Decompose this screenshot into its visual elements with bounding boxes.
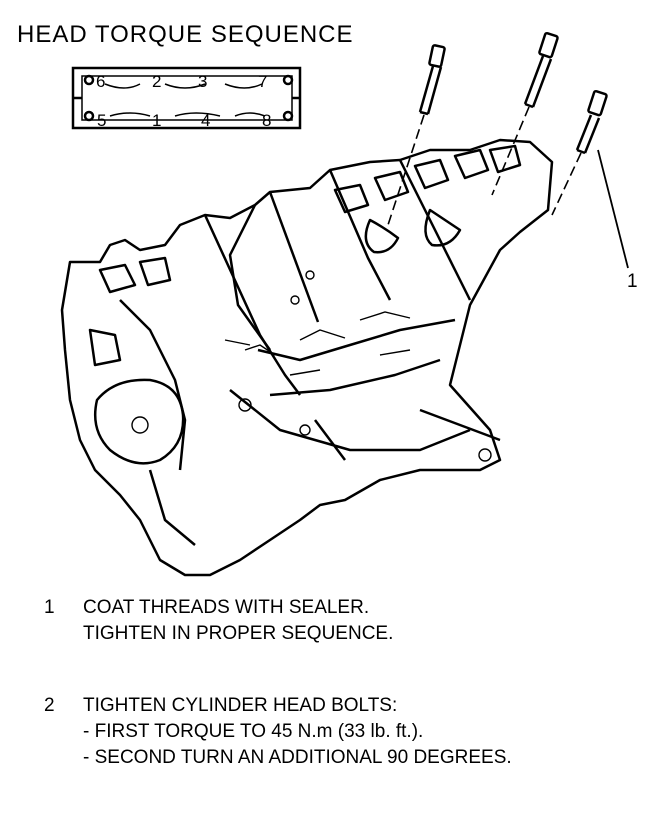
note-number: 2 (44, 695, 55, 716)
sequence-number-5: 5 (97, 111, 106, 130)
engine-block-details (131, 270, 492, 462)
engine-block (60, 138, 554, 577)
sequence-number-3: 3 (198, 72, 207, 91)
sequence-number-6: 6 (96, 72, 105, 91)
head-bolt (418, 44, 446, 116)
note-line: - FIRST TORQUE TO 45 N.m (33 lb. ft.). (83, 721, 424, 742)
torque-sequence-inset (71, 66, 302, 130)
callout-number: 1 (627, 271, 638, 292)
bolt-alignment-lines (387, 106, 582, 226)
diagram-title: HEAD TORQUE SEQUENCE (17, 21, 354, 48)
note-line: TIGHTEN CYLINDER HEAD BOLTS: (83, 695, 398, 716)
sequence-number-4: 4 (201, 111, 210, 130)
sequence-number-8: 8 (262, 111, 271, 130)
head-bolt (575, 89, 608, 155)
note-line: - SECOND TURN AN ADDITIONAL 90 DEGREES. (83, 747, 512, 768)
note-line: TIGHTEN IN PROPER SEQUENCE. (83, 623, 394, 644)
note-number: 1 (44, 597, 55, 618)
head-bolts (418, 31, 608, 155)
head-bolt (523, 31, 559, 109)
callout-leader-line (597, 149, 629, 269)
sequence-number-7: 7 (258, 72, 267, 91)
note-line: COAT THREADS WITH SEALER. (83, 597, 370, 618)
sequence-number-2: 2 (152, 72, 161, 91)
sequence-number-1: 1 (152, 111, 161, 130)
